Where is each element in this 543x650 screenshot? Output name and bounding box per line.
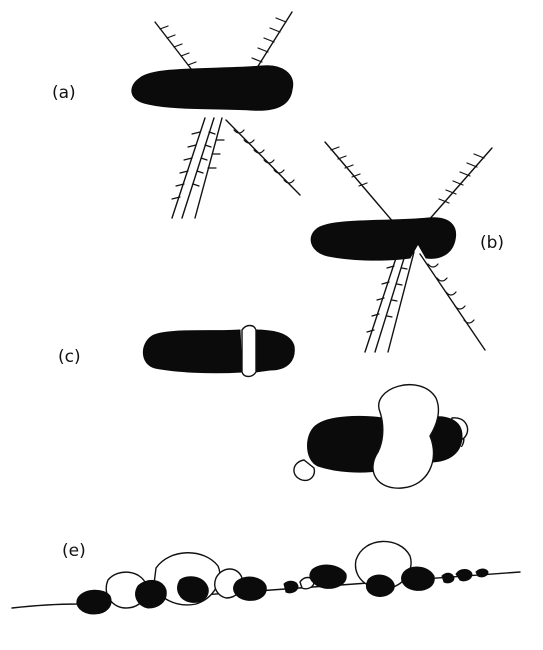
panel-c-dark-protein-right [254,330,294,372]
panel-e-dark-blob-2 [136,580,167,608]
panel-d-clear-bubble [373,385,439,488]
panel-b-dark-protein-blob [311,218,455,260]
panel-e-dark-blob-10 [456,570,472,581]
panel-e-dark-blob-7 [366,575,394,596]
panel-c: (c) [58,326,294,377]
panel-b-lower-strand-1 [365,252,398,352]
panel-d-dark-protein-left [308,416,385,472]
panel-b-upper-left-strand [325,142,400,230]
panel-d-left-small-loop [294,460,314,480]
panel-e-dark-blob-5 [284,581,298,593]
panel-a-dark-protein-blob [132,66,293,111]
panel-a: (a) [52,12,300,218]
panel-e-dark-blob-3 [178,577,209,603]
panel-a-upper-left-ticks [160,26,203,74]
panel-b: (b) [311,142,504,352]
panel-c-dark-protein-left [143,330,242,373]
panel-e-dark-blob-11 [476,569,488,577]
panel-e-dark-blob-4 [234,577,267,600]
panel-b-upper-left-ticks [331,147,367,186]
panel-a-lower-strand-4 [226,120,300,195]
panel-b-lower-ticks [367,264,474,332]
panel-b-lower-strand-4 [420,254,485,350]
panel-b-label: (b) [480,233,504,253]
panel-e-label: (e) [62,541,86,561]
panel-e-dark-blob-1 [77,590,111,614]
panel-e-dark-blob-8 [402,567,435,590]
panel-e: (e) [12,541,520,614]
panel-a-label: (a) [52,83,76,103]
panel-a-lower-strand-1 [172,118,205,218]
panel-e-dark-blob-6 [310,565,346,588]
panel-d: (d) [294,385,468,488]
panel-c-clear-band [242,326,256,377]
panel-c-label: (c) [58,347,81,367]
panel-e-dark-blob-9 [442,573,454,583]
panel-a-upper-right-ticks [246,18,286,72]
panel-b-upper-right-ticks [439,154,484,203]
